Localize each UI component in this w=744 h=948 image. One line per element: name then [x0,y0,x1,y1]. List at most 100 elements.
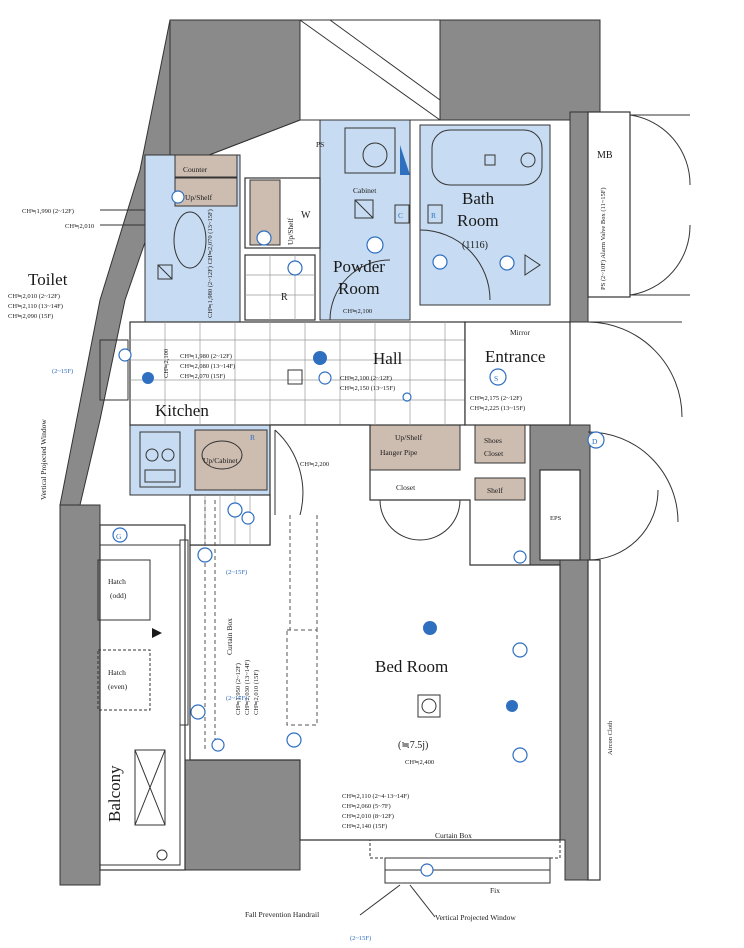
up-shelf-closet-label: Up/Shelf [395,433,423,442]
shoes-label-1: Shoes [484,436,502,445]
hall-light [313,351,327,365]
note-balcony-upper: (2~15F) [226,569,247,576]
toilet-bowl [173,211,207,269]
shelf-box [474,477,526,501]
powder-label-1: Powder [333,257,385,276]
balcony-floor [99,524,186,871]
entrance-door [587,321,683,418]
entrance-floor [464,321,571,426]
cabinet-label: Cabinet [353,186,377,195]
bath-label-2: Room [457,211,499,230]
ch-bed-bottom-3: CH≒2,010 (8~12F) [342,813,394,820]
ps-top-label: PS [316,140,324,149]
wall-right-lower [559,559,589,881]
note-left-window: (2~15F) [52,368,73,375]
hall-label: Hall [373,349,403,368]
r-mark-kitchen: R [250,433,255,442]
ch-hall-right-1: CH≒2,100 (2~12F) [340,375,392,382]
eps-box [539,469,581,561]
up-cabinet [194,429,268,491]
hall-floor [129,321,466,426]
ch-bed-bottom-4: CH≒2,140 (15F) [342,823,387,830]
ch-kitchen-left: CH≒2,100 [163,349,170,378]
ch-toilet-inner: CH≒1,980 (2~12F) CH≒2,070 (13~15F) [207,209,214,318]
w-label: W [301,210,311,221]
c-mark-box [394,204,410,224]
hatch-even [97,649,151,711]
ps-alarm-label: PS (2~10F) Alarm Valve Box (11~15F) [600,187,607,290]
ch-toilet-2: CH≒2,110 (13~14F) [8,303,63,310]
ch-powder: CH≒2,100 [343,308,372,315]
ch-toilet-top-1: CH≒1,990 (2~12F) [22,208,74,215]
curtain-box-vertical-label: Curtain Box [225,618,234,655]
shoes-closet [474,424,526,464]
toilet-label: Toilet [28,270,68,289]
diagonal-wall-top [169,19,301,171]
ch-bed-bottom-1: CH≒2,110 (2~4·13~14F) [342,793,409,800]
ch-bed-bottom-2: CH≒2,060 (5~7F) [342,803,391,810]
mb-door-lower [629,224,691,296]
ch-bed-curtain-3: CH≒2,010 (15F) [253,670,260,715]
bed-outlet-1 [512,642,528,658]
fall-prevention-label: Fall Prevention Handrail [245,910,319,919]
closet-door-right [419,499,461,541]
closet-door-left [379,499,421,541]
entrance-label: Entrance [485,347,545,366]
ch-toilet-3: CH≒2,090 (15F) [8,313,53,320]
sink [201,440,243,470]
powder-label-2: Room [338,279,380,298]
note-balcony-lower: (2~15F) [226,695,247,702]
eps-label: EPS [550,515,562,522]
aircon-cloth-label: Aircon Cloth [607,720,614,755]
c-mark: C [398,211,403,220]
stove [139,431,181,488]
curtain-box-bottom-label: Curtain Box [435,831,472,840]
hatch-odd [97,559,151,621]
hatch-even-label-1: Hatch [108,668,126,677]
vertical-window-left-label: Vertical Projected Window [39,419,48,500]
hatch-odd-label-1: Hatch [108,577,126,586]
s-mark: S [494,374,498,383]
fix-label: Fix [490,886,500,895]
ch-toilet-top-2: CH≒2,010 [65,223,94,230]
curtain-box-bottom [369,839,561,859]
utility-floor [244,254,316,321]
bath-tub [431,129,543,186]
r-mark-box [427,204,443,224]
ch-hall-right-2: CH≒2,150 (13~15F) [340,385,395,392]
ch-bed-curtain-1: CH≒1,950 (2~12F) [235,663,242,715]
up-shelf-toilet-label: Up/Shelf [185,193,213,202]
r-mark-bath: R [431,211,436,220]
balcony-window [179,539,189,726]
ch-bed-main: CH≒2,400 [405,759,434,766]
bed-light-2 [506,700,518,712]
shelf-label: Shelf [487,486,503,495]
counter-label: Counter [183,165,208,174]
r-label: R [281,292,288,303]
eps-door-upper [587,431,679,523]
bed-door [274,429,304,516]
wall-right-upper [569,111,589,323]
d-mark: D [592,437,598,446]
ch-entrance-2: CH≒2,225 (13~15F) [470,405,525,412]
mb-door-upper [629,114,691,186]
ch-entrance-1: CH≒2,175 (2~12F) [470,395,522,402]
bed-light [423,621,437,635]
ch-bed-curtain-2: CH≒2,030 (13~14F) [244,660,251,715]
kitchen-light [142,372,154,384]
balcony-unit [134,749,166,826]
aircon-strip [587,559,601,881]
hanger-pipe-label: Hanger Pipe [380,448,418,457]
bed-room-label: Bed Room [375,657,448,676]
shoes-label-2: Closet [484,449,504,458]
ch-toilet-1: CH≒2,010 (2~12F) [8,293,60,300]
mb-box [587,111,631,298]
wall-balcony-left [59,504,101,886]
ch-hall-left-2: CH≒2,080 (13~14F) [180,363,235,370]
vertical-window-bottom-label: Vertical Projected Window [435,913,516,922]
closet-shelf [369,424,461,471]
ch-hall-left-3: CH≒2,070 (15F) [180,373,225,380]
ch-bed-upper: CH≒2,200 [300,461,329,468]
powder-door [329,259,391,321]
